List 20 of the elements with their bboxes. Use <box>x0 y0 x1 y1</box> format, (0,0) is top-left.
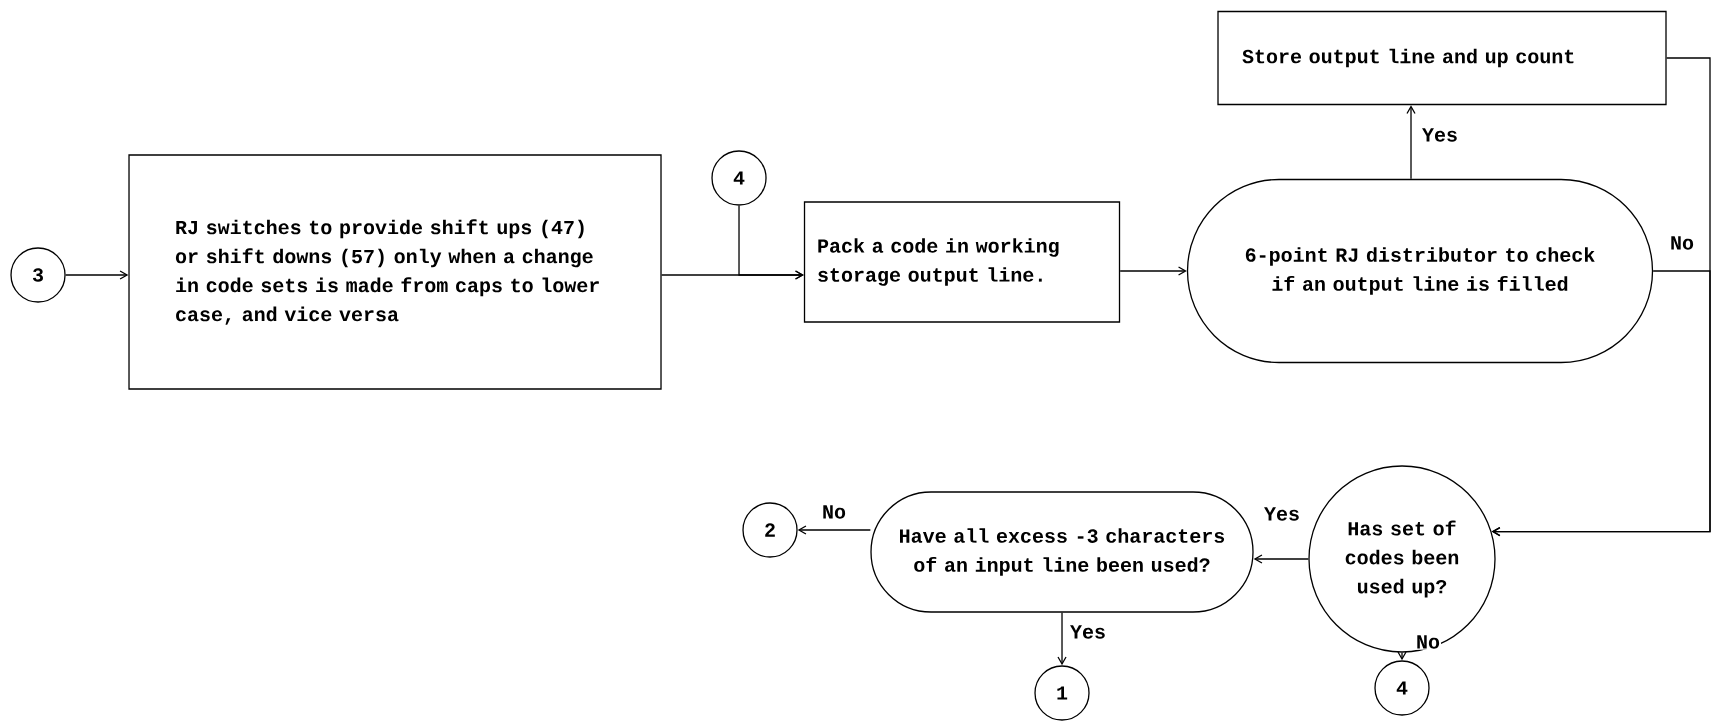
edge-label: No <box>1669 235 1695 251</box>
arrow <box>1397 651 1407 661</box>
edge-label: Yes <box>1263 506 1301 522</box>
arrow <box>65 270 129 280</box>
edge-label: Yes <box>1421 127 1459 143</box>
process-box: Store output line and up count <box>1217 10 1667 106</box>
arrow <box>1253 554 1309 564</box>
arrow <box>797 525 871 535</box>
edge-label: Yes <box>1069 624 1107 640</box>
edge-label: No <box>821 504 847 520</box>
arrow <box>1119 266 1187 276</box>
process-box: RJ switches to provide shift ups (47) or shift downs (57) only when a change in code sets is made from caps to lower case, and vice versa <box>128 154 662 390</box>
arrow <box>1491 270 1711 537</box>
arrow <box>738 205 804 280</box>
decision-terminal: Have all excess -3 characters of an input line been used? <box>870 491 1254 613</box>
process-box: Pack a code in working storage output line. <box>803 201 1121 323</box>
edge-label: No <box>1415 634 1441 650</box>
arrow <box>1406 105 1416 180</box>
arrow <box>1057 612 1067 666</box>
decision-terminal: 6-point RJ distributor to check if an output line is filled <box>1186 178 1654 364</box>
